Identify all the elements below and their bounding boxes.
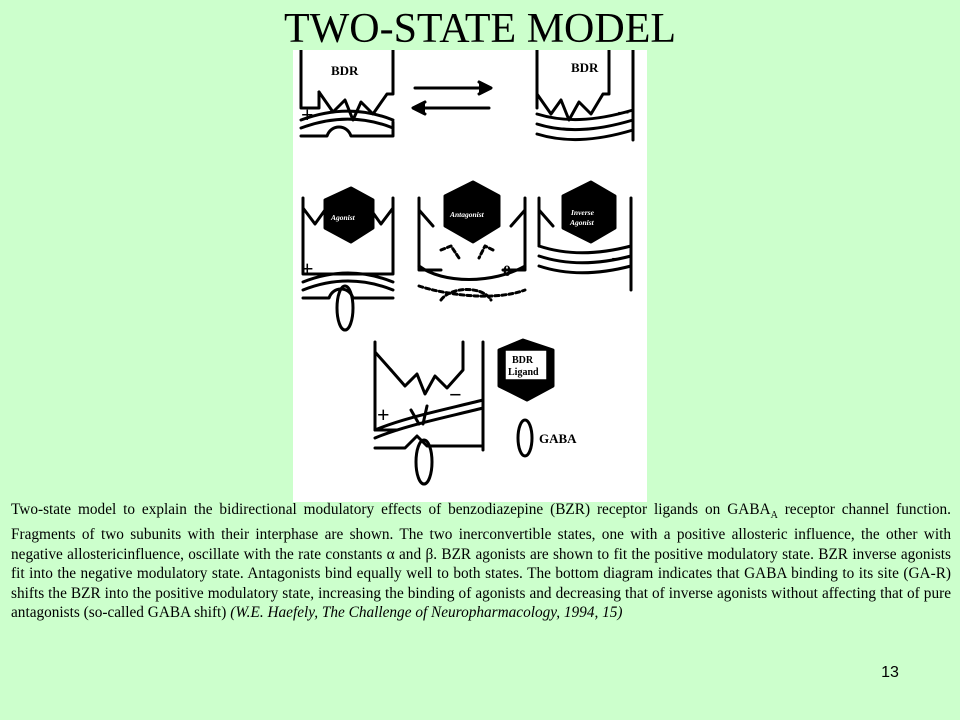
label-gaba: GABA — [539, 431, 577, 446]
inverse-agonist-ligand — [561, 180, 617, 244]
label-inverse-line2: Agonist — [569, 218, 595, 227]
minus-sign: − — [617, 100, 630, 125]
gaba-legend-shape — [516, 418, 534, 458]
label-ligand-line1: BDR — [512, 355, 534, 366]
minus-sign: − — [611, 246, 624, 271]
antagonist-bound-state — [417, 196, 527, 302]
agonist-ligand — [323, 186, 375, 244]
plus-sign: + — [301, 256, 314, 281]
caption-text-2: receptor channel function. Fragments of … — [11, 501, 951, 622]
label-ligand-line2: Ligand — [508, 367, 539, 378]
caption-text-1: Two-state model to explain the bidirecti… — [11, 501, 771, 518]
equilibrium-arrows — [411, 80, 493, 116]
state-negative-top — [535, 50, 635, 142]
caption-subscript: A — [770, 510, 778, 522]
label-bdr-left: BDR — [331, 63, 359, 78]
label-bdr-right: BDR — [571, 60, 599, 75]
subunit-left-outline — [299, 50, 321, 110]
plus-sign: + — [301, 102, 314, 127]
caption-reference: (W.E. Haefely, The Challenge of Neuropha… — [230, 604, 623, 622]
slide-title: TWO-STATE MODEL — [283, 6, 677, 52]
plus-sign: + — [377, 402, 390, 427]
state-positive-top — [299, 50, 395, 138]
label-antagonist: Antagonist — [449, 210, 485, 219]
two-state-model-figure: BDR + BDR − — [293, 50, 647, 502]
minus-sign: − — [449, 382, 462, 407]
page-number: 13 — [881, 664, 899, 681]
figure-caption: Two-state model to explain the bidirecti… — [11, 500, 951, 622]
zero-sign: 0 — [503, 263, 511, 280]
inverse-agonist-bound-state — [537, 196, 633, 292]
gaba-bound-state — [373, 340, 485, 486]
antagonist-ligand — [443, 180, 501, 244]
agonist-bound-state — [301, 196, 395, 332]
label-inverse-line1: Inverse — [570, 208, 595, 217]
label-agonist: Agonist — [330, 213, 356, 222]
